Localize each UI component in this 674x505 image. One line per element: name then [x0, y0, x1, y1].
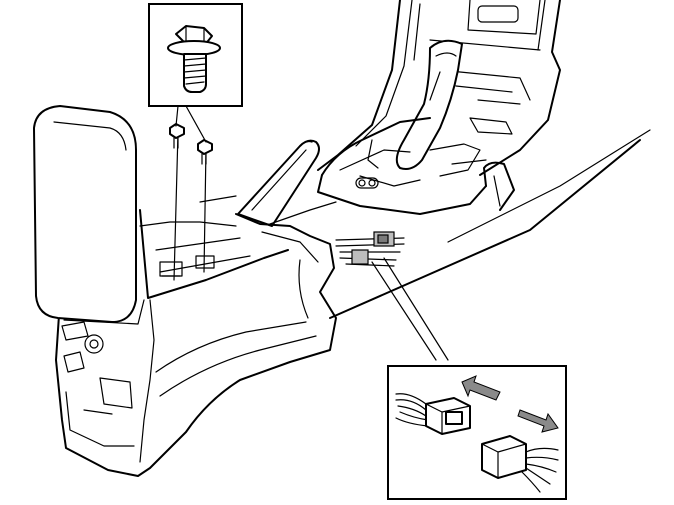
wiring-connector-location	[335, 231, 405, 267]
center-console-body	[55, 195, 337, 477]
screw-left-icon	[169, 123, 185, 149]
arrow-left-up-icon	[461, 375, 501, 401]
screw-leader-right	[185, 105, 207, 143]
connector-male-icon	[481, 435, 527, 479]
flange-screw-icon	[167, 25, 221, 93]
gear-selector-tray	[317, 117, 515, 215]
armrest-lid	[33, 105, 137, 323]
arrow-right-down-icon	[517, 409, 559, 433]
floor-contour	[447, 129, 651, 243]
screw-position-guides	[159, 131, 215, 281]
connector-separate-icon	[395, 393, 559, 493]
floor-edge-line	[329, 139, 641, 319]
screw-right-icon	[197, 139, 213, 165]
connector-leader-left	[371, 261, 437, 361]
dashboard-center-stack	[317, 0, 561, 176]
connector-female-icon	[425, 397, 471, 435]
connector-leader-right	[383, 257, 449, 361]
screw-detail-inset	[148, 3, 243, 107]
gear-shift-lever	[395, 39, 463, 170]
connector-detail-inset	[387, 365, 567, 500]
screw-leader-left	[175, 105, 179, 127]
handbrake-lever	[237, 139, 320, 227]
